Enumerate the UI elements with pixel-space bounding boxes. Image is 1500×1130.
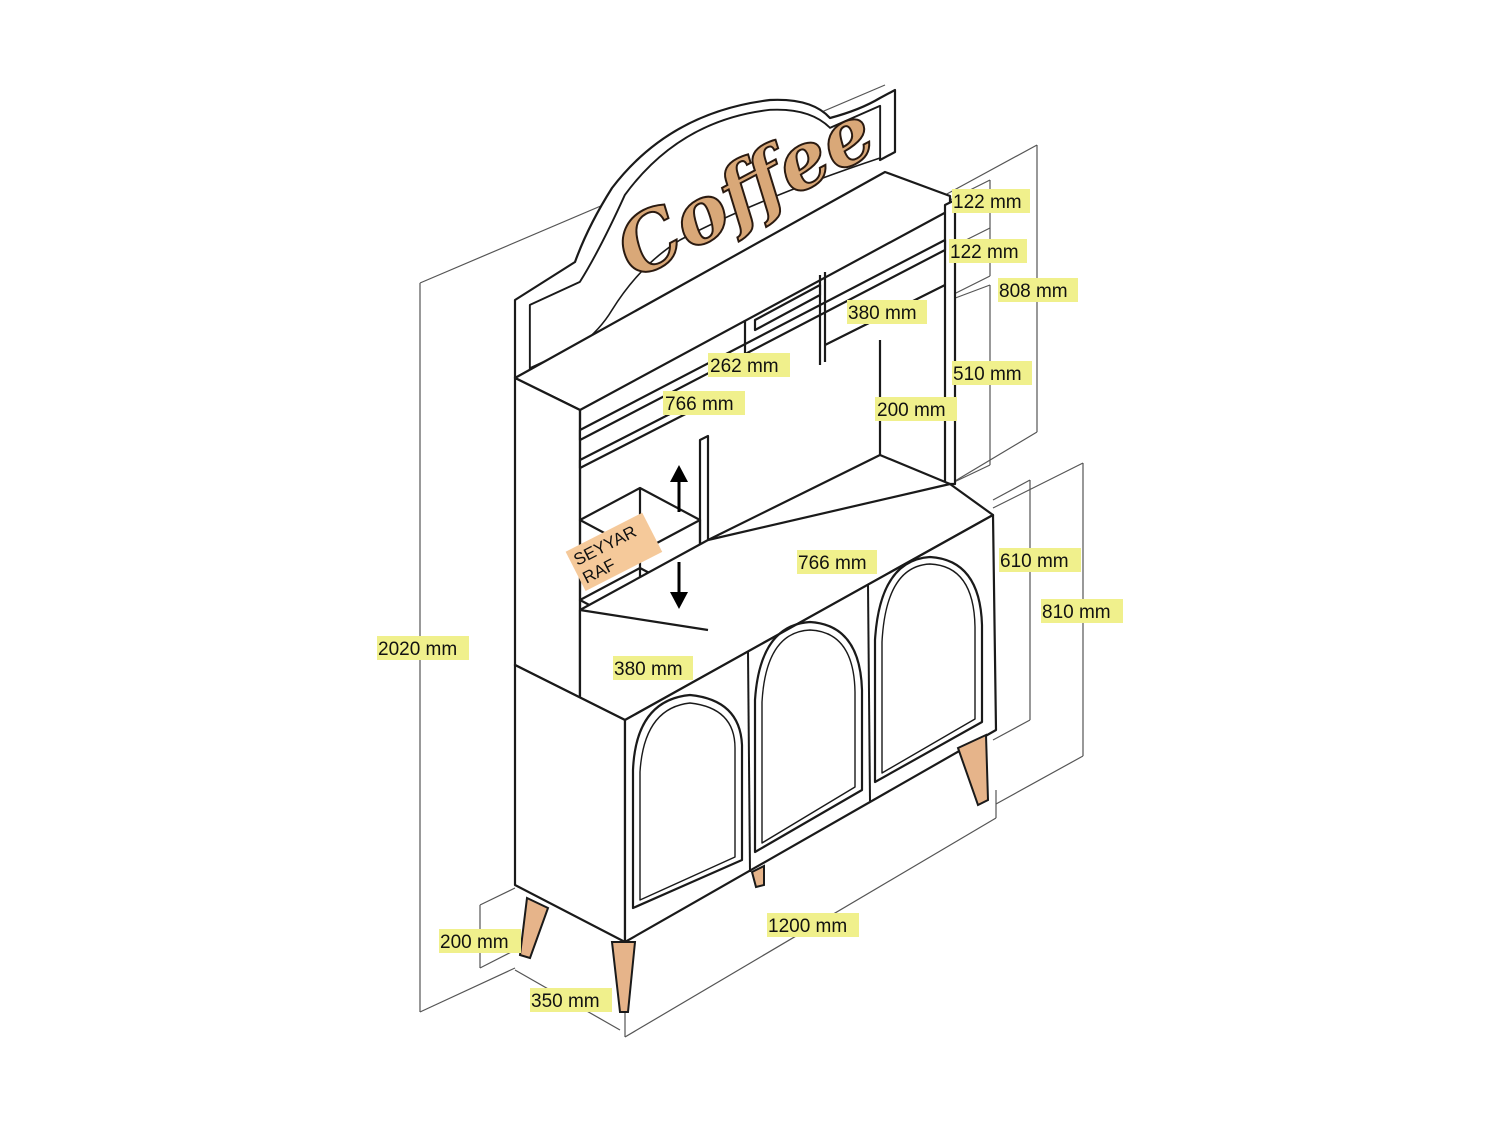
dim-total-1200: 1200 mm [767,913,859,937]
dim-base-810: 810 mm [1041,599,1123,623]
hutch-cubby-shelf [753,283,822,332]
dim-hutch-510: 510 mm [952,361,1032,385]
dim-top-122-a: 122 mm [952,189,1030,213]
dim-counter-380: 380 mm [613,656,693,680]
leg-back-left [518,896,550,960]
svg-text:766 mm: 766 mm [798,553,867,574]
sign-inner-panel [529,105,881,369]
svg-text:200 mm: 200 mm [440,932,509,953]
dim-top-122-b: 122 mm [949,239,1027,263]
mobile-shelf-highlight [565,512,663,591]
svg-text:1200 mm: 1200 mm [768,916,847,937]
dim-hutch-766: 766 mm [663,391,745,415]
svg-text:510 mm: 510 mm [953,364,1022,385]
dim-counter-766: 766 mm [797,550,877,574]
door-arch-1 [631,693,744,910]
svg-text:2020 mm: 2020 mm [378,639,457,660]
dim-depth-350: 350 mm [530,988,612,1012]
door-arch-3 [873,555,984,784]
svg-text:380 mm: 380 mm [614,659,683,680]
leg-front-right [956,733,990,807]
svg-text:200 mm: 200 mm [877,400,946,421]
svg-text:810 mm: 810 mm [1042,602,1111,623]
dim-total-2020: 2020 mm [377,636,469,660]
arrows [670,465,688,609]
door-arch-2 [753,620,864,854]
leg-middle [750,864,765,889]
door-arch-2-inner [761,629,856,844]
door-arch-1-inner [639,702,736,901]
svg-text:766 mm: 766 mm [665,394,734,415]
dim-hutch-808: 808 mm [998,278,1078,302]
svg-text:350 mm: 350 mm [531,991,600,1012]
legs [518,733,990,1013]
svg-text:808 mm: 808 mm [999,281,1068,302]
svg-text:610 mm: 610 mm [1000,551,1069,572]
dim-shelf-380-top: 380 mm [847,300,927,324]
svg-text:122 mm: 122 mm [953,192,1022,213]
dimension-labels: 122 mm 122 mm 808 mm 380 mm 510 mm 262 m… [377,189,1123,1012]
leg-front-left [610,941,637,1013]
hutch-left-panel [513,376,582,700]
hutch-shelf-1 [578,238,947,442]
dim-hutch-200: 200 mm [875,397,957,421]
dim-leg-200: 200 mm [439,929,521,953]
base-front [623,513,998,944]
svg-text:122 mm: 122 mm [950,242,1019,263]
svg-text:262 mm: 262 mm [710,356,779,377]
dim-cubby-262: 262 mm [708,353,790,377]
svg-text:380 mm: 380 mm [848,303,917,324]
dim-counter-610: 610 mm [999,548,1081,572]
door-arch-3-inner [881,563,976,774]
